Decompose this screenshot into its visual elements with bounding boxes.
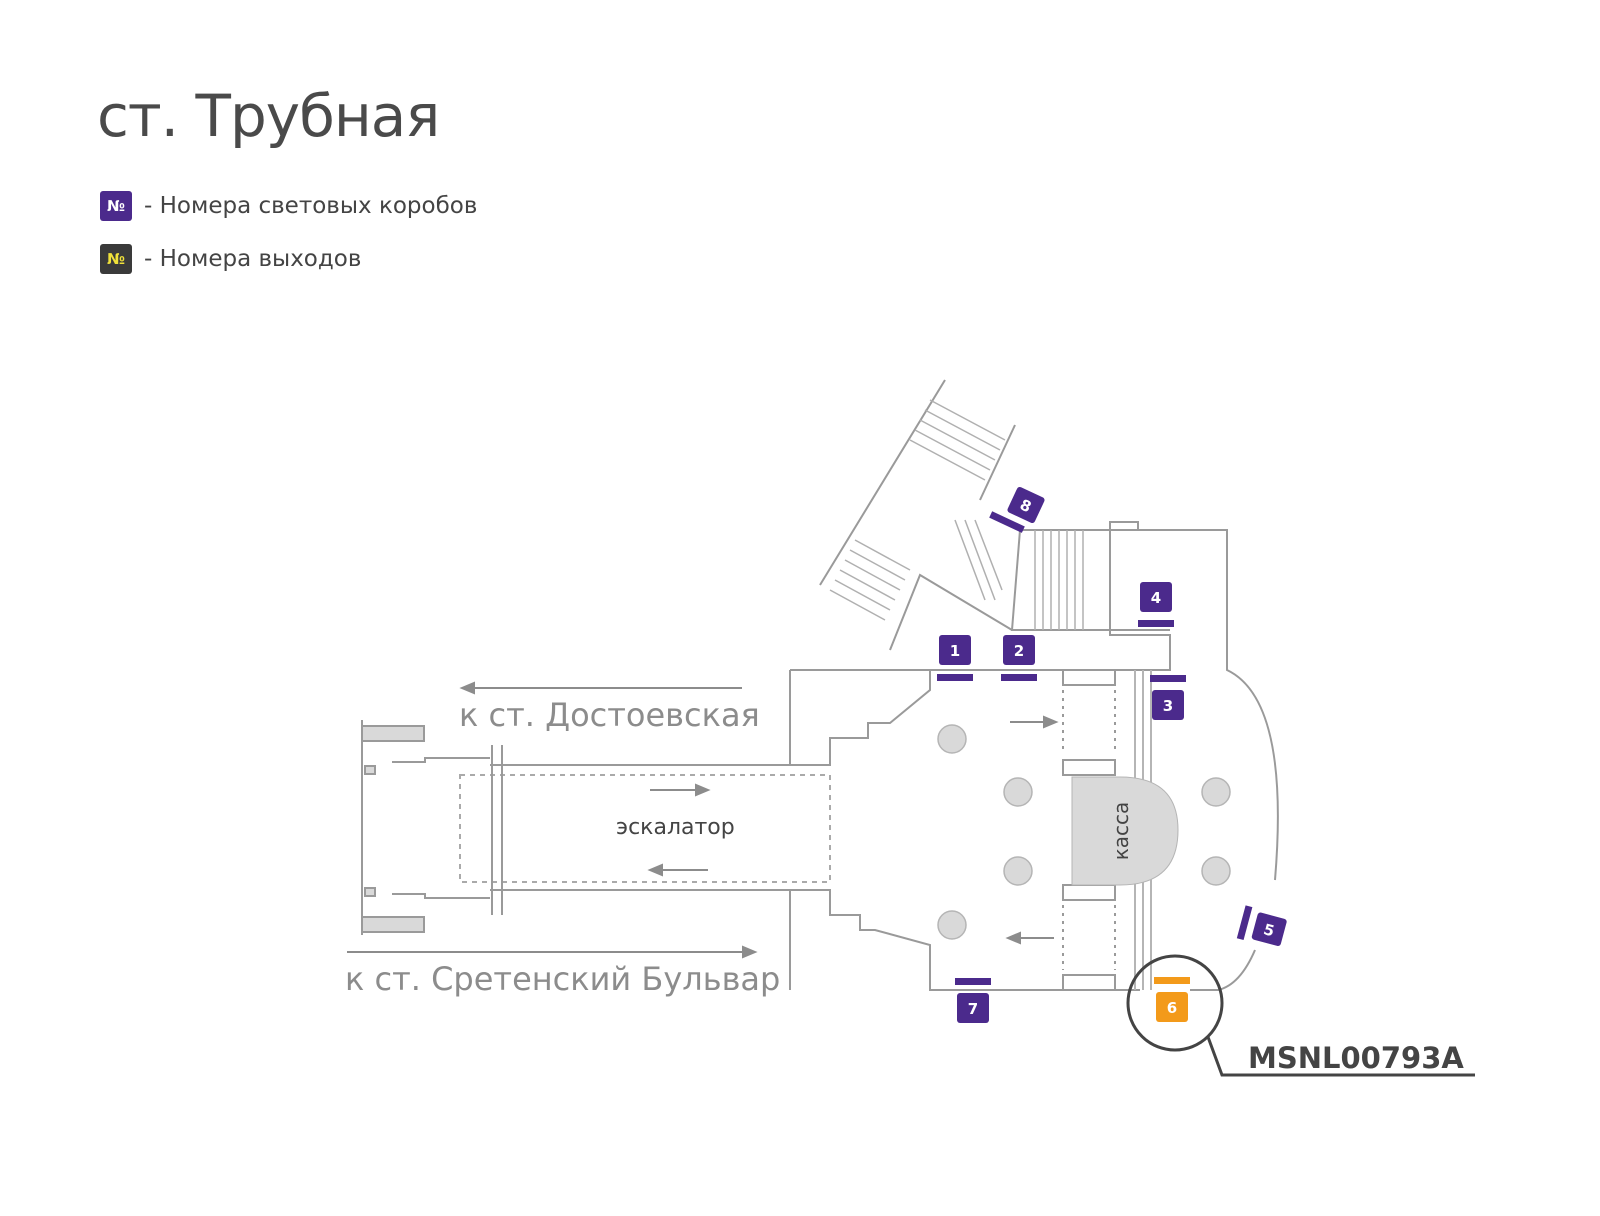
kassa-area [1071,776,1179,886]
highlight-circle [1126,954,1224,1052]
column [1201,777,1231,807]
kassa-label: касса [1109,802,1133,861]
column [937,724,967,754]
legend-exits-label: - Номера выходов [144,246,362,272]
highlight-code: MSNL00793A [1248,1041,1464,1075]
callout-line [1206,1036,1475,1077]
page-title: ст. Трубная [97,82,440,150]
exit-legend-icon: № [100,244,132,274]
direction-dostoevskaya: к ст. Достоевская [459,696,760,734]
svg-text:3: 3 [1163,697,1173,715]
svg-text:5: 5 [1262,920,1277,940]
column [1003,856,1033,886]
legend-lightboxes: № - Номера световых коробов [100,191,477,221]
lightbox-4[interactable]: 4 [1138,582,1174,627]
lightbox-1[interactable]: 1 [937,635,973,681]
svg-text:2: 2 [1014,642,1024,660]
column [937,910,967,940]
escalator-label: эскалатор [616,815,735,840]
lightbox-7[interactable]: 7 [955,978,991,1023]
legend-lightboxes-label: - Номера световых коробов [144,193,478,219]
lightbox-legend-icon: № [100,191,132,221]
lightbox-5[interactable]: 5 [1236,905,1288,949]
column [1003,777,1033,807]
direction-sretensky: к ст. Сретенский Бульвар [345,960,780,998]
svg-text:4: 4 [1151,589,1161,607]
svg-text:6: 6 [1167,999,1177,1017]
svg-text:1: 1 [950,642,960,660]
lightbox-6-highlighted[interactable]: 6 [1154,977,1190,1022]
lightbox-2[interactable]: 2 [1001,635,1037,681]
column [1201,856,1231,886]
legend-exits: № - Номера выходов [100,244,361,274]
lightbox-3[interactable]: 3 [1150,675,1186,720]
lightbox-8[interactable]: 8 [989,480,1045,535]
svg-text:7: 7 [968,1000,978,1018]
